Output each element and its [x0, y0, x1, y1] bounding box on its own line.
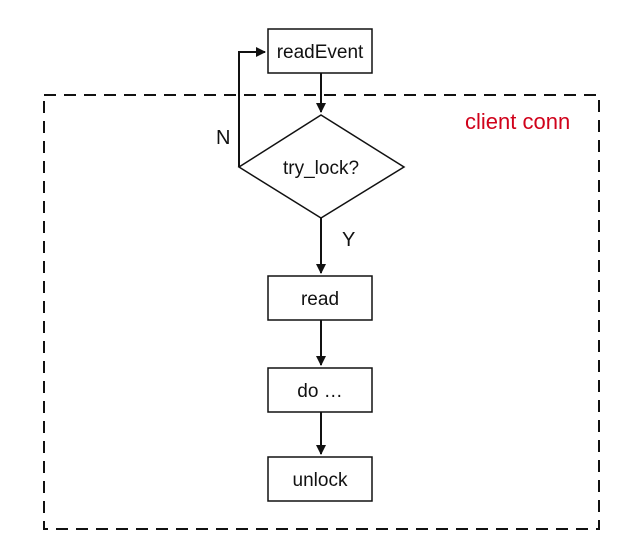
read-label: read — [301, 289, 339, 310]
client-conn-container — [43, 94, 600, 530]
read-event-node: readEvent — [267, 28, 373, 74]
try-lock-decision-node: try_lock? — [237, 114, 406, 219]
read-node: read — [267, 275, 373, 321]
unlock-label: unlock — [293, 470, 348, 491]
yes-branch-label: Y — [342, 229, 355, 251]
no-branch-label: N — [216, 127, 230, 149]
try-lock-label: try_lock? — [283, 158, 359, 179]
read-event-label: readEvent — [277, 42, 364, 63]
do-label: do … — [297, 381, 342, 402]
do-node: do … — [267, 367, 373, 413]
client-conn-label: client conn — [465, 109, 570, 134]
edge-no-loop-back — [238, 47, 266, 167]
unlock-node: unlock — [267, 456, 373, 502]
